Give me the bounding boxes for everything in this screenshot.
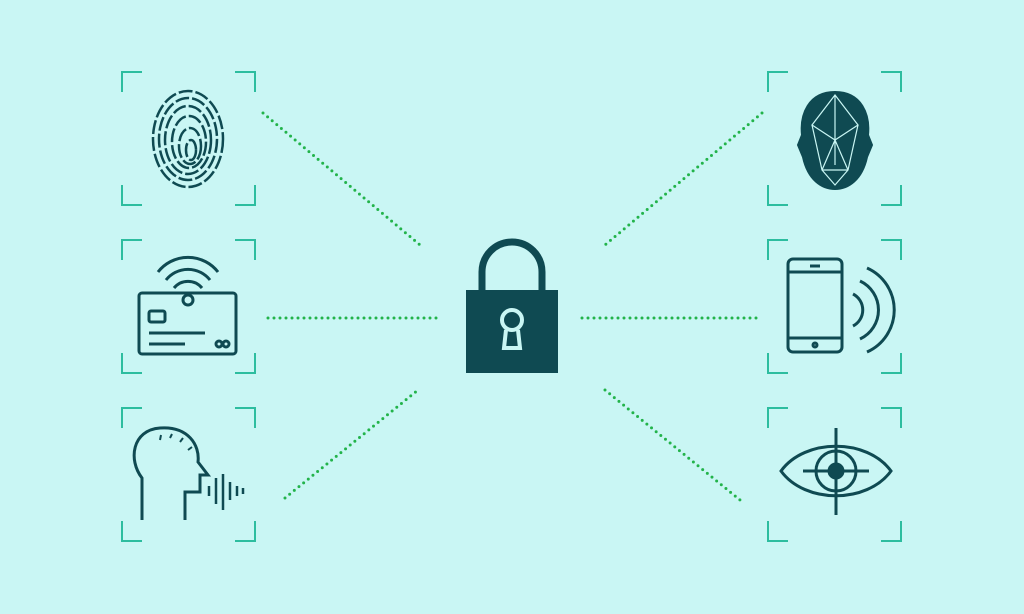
eye-scan-icon <box>779 428 893 515</box>
fingerprint-icon <box>151 89 225 189</box>
scan-frame <box>121 239 256 374</box>
dotted-connector <box>261 111 422 247</box>
scan-frame <box>121 407 256 542</box>
scan-frame <box>767 71 902 206</box>
nfc-card-icon <box>137 255 238 356</box>
scan-frame <box>121 71 256 206</box>
phone-nfc-icon <box>786 257 896 354</box>
voice-recognition-icon <box>132 426 245 520</box>
dotted-connector <box>283 388 420 500</box>
scan-frame <box>767 407 902 542</box>
dotted-connector <box>603 388 742 502</box>
dotted-connector <box>603 111 764 247</box>
scan-frame <box>767 239 902 374</box>
padlock-icon <box>466 238 558 373</box>
face-recognition-icon <box>796 90 874 191</box>
